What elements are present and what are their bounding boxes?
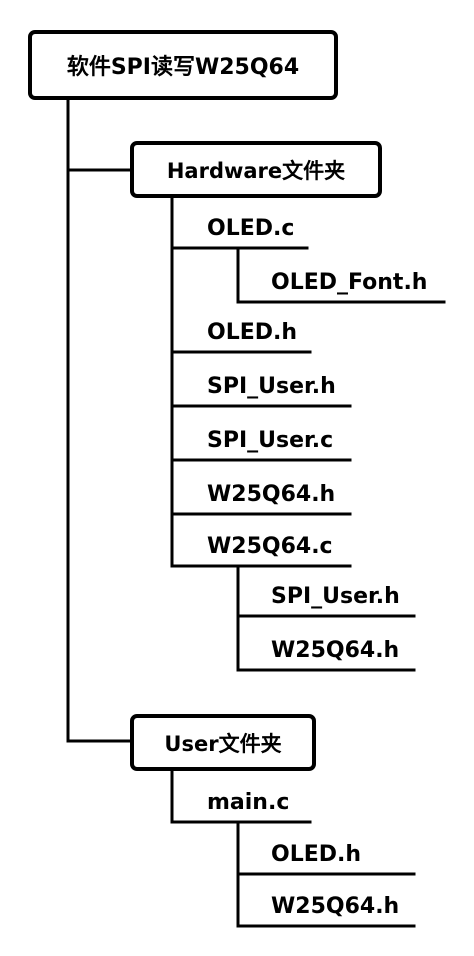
file-w25q64c-spi-user-h: SPI_User.h <box>271 584 400 609</box>
file-spi-user-h: SPI_User.h <box>207 374 336 399</box>
file-w25q64c-w25q64-h: W25Q64.h <box>271 638 400 663</box>
root-node: 软件SPI读写W25Q64 <box>28 30 338 100</box>
root-label: 软件SPI读写W25Q64 <box>66 55 300 80</box>
file-main-w25q64-h: W25Q64.h <box>271 894 400 919</box>
user-folder-node: User文件夹 <box>130 714 316 771</box>
file-w25q64-h: W25Q64.h <box>207 482 336 507</box>
hardware-folder-label: Hardware文件夹 <box>166 158 346 183</box>
user-folder-label: User文件夹 <box>164 731 282 756</box>
file-main-oled-h: OLED.h <box>271 842 362 867</box>
file-main-c: main.c <box>207 790 290 815</box>
file-oled-h: OLED.h <box>207 320 298 345</box>
file-oled-font-h: OLED_Font.h <box>271 270 428 295</box>
file-spi-user-c: SPI_User.c <box>207 428 334 453</box>
hardware-folder-node: Hardware文件夹 <box>130 141 382 198</box>
file-w25q64-c: W25Q64.c <box>207 534 333 559</box>
file-oled-c: OLED.c <box>207 216 295 241</box>
